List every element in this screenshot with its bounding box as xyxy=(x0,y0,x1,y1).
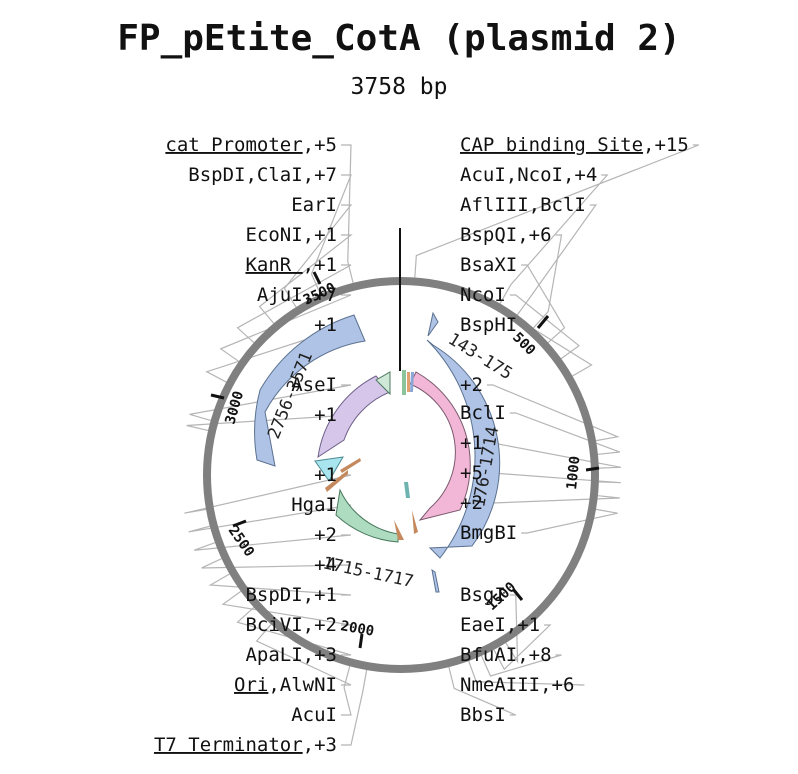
right-site-label: BclI xyxy=(460,402,506,424)
right-site-label: +5 xyxy=(460,462,483,484)
leader-line xyxy=(414,144,700,278)
tick-mark xyxy=(210,393,225,400)
left-site-label: HgaI xyxy=(291,494,337,516)
left-site-label: AcuI xyxy=(291,704,337,726)
right-site-label: +1 xyxy=(460,432,483,454)
tick-label-2500: 2500 xyxy=(225,523,257,560)
left-site-label: ApaLI,+3 xyxy=(245,644,337,666)
leader-line xyxy=(236,264,352,343)
right-site-label: BspQI,+6 xyxy=(460,224,552,246)
leader-line xyxy=(480,654,562,677)
right-site-label: +2 xyxy=(460,374,483,396)
sequence-length: 3758 bp xyxy=(350,74,448,100)
left-site-label: KanR ,+1 xyxy=(245,254,337,276)
left-site-label: +2 xyxy=(314,524,337,546)
left-site-label: BspDI,+1 xyxy=(245,584,337,606)
leader-line xyxy=(283,204,353,308)
feature-cotA-arc xyxy=(426,339,501,559)
feature-small-brown-1 xyxy=(412,510,418,534)
tick-label-1000: 1000 xyxy=(564,455,583,490)
feature-small-orange xyxy=(407,372,410,392)
leader-line xyxy=(499,174,609,304)
feature-small-brown-3 xyxy=(325,470,348,492)
right-site-label: BsaXI xyxy=(460,254,517,276)
right-site-label: NcoI xyxy=(460,284,506,306)
feature-kanr-arc xyxy=(254,314,366,467)
leader-line xyxy=(516,204,598,316)
leader-line xyxy=(341,144,354,284)
left-site-label: +1 xyxy=(314,314,337,336)
leader-line xyxy=(493,624,552,671)
tick-marks xyxy=(210,271,600,649)
right-site-label: +2 xyxy=(460,492,483,514)
leader-line xyxy=(208,573,352,596)
leader-line xyxy=(341,669,368,746)
tick-label-2000: 2000 xyxy=(339,618,375,640)
left-site-label: +1 xyxy=(314,404,337,426)
leader-line xyxy=(486,442,621,469)
right-site-label: BmgBI xyxy=(460,522,517,544)
tick-mark xyxy=(585,466,600,472)
right-site-label: BspHI xyxy=(460,314,517,336)
tick-mark xyxy=(358,633,364,649)
right-site-label: BsgI xyxy=(460,584,506,606)
feature-small-teal xyxy=(404,482,410,498)
left-site-label: EcoNI,+1 xyxy=(245,224,337,246)
leader-line xyxy=(521,264,566,343)
left-site-label: AjuI,+7 xyxy=(257,284,337,306)
leader-line xyxy=(221,590,352,626)
feature-small-mint xyxy=(375,371,391,396)
right-site-label: AflIII,BclI xyxy=(460,194,586,216)
right-site-label: BbsI xyxy=(460,704,506,726)
right-site-label: NmeAIII,+6 xyxy=(460,674,574,696)
leader-line xyxy=(486,384,620,442)
feature-1715-1717 xyxy=(431,568,440,593)
left-site-label: EarI xyxy=(291,194,337,216)
left-site-label: BciVI,+2 xyxy=(245,614,337,636)
right-site-label: CAP binding Site,+15 xyxy=(460,134,689,156)
leader-line xyxy=(486,495,620,504)
left-site-label: Ori,AlwNI xyxy=(234,674,337,696)
left-site-label: T7 Terminator,+3 xyxy=(154,734,337,756)
leader-line xyxy=(448,666,517,716)
leader-line xyxy=(201,558,352,569)
left-site-label: cat Promoter,+5 xyxy=(165,134,337,156)
leader-line xyxy=(533,234,563,329)
left-site-label: +1 xyxy=(314,464,337,486)
leader-line xyxy=(258,234,353,324)
feature-cyan-arrow xyxy=(314,456,344,482)
feature-small-green xyxy=(402,370,406,395)
leader-line xyxy=(486,472,621,484)
feature-small-blue xyxy=(410,372,414,392)
leader-line xyxy=(468,660,585,686)
feature-small-brown-4 xyxy=(340,458,361,473)
tick-mark xyxy=(232,519,247,528)
tick-mark xyxy=(312,271,322,285)
map-title: FP_pEtite_CotA (plasmid 2) xyxy=(117,18,681,59)
left-site-label: +4 xyxy=(314,554,337,576)
right-site-label: EaeI,+1 xyxy=(460,614,540,636)
feature-cds-pink xyxy=(409,371,471,521)
leader-line xyxy=(509,412,621,455)
left-site-label: BspDI,ClaI,+7 xyxy=(188,164,337,186)
left-site-label: AseI xyxy=(291,374,337,396)
feature-mint xyxy=(335,488,399,543)
leader-line xyxy=(521,508,618,534)
feature-143-175 xyxy=(427,311,439,337)
tick-mark xyxy=(511,588,524,601)
right-site-label: AcuI,NcoI,+4 xyxy=(460,164,597,186)
feature-lavender xyxy=(317,375,391,459)
right-site-label: BfuAI,+8 xyxy=(460,644,552,666)
leader-line xyxy=(255,624,352,686)
leader-line xyxy=(341,666,352,716)
feature-small-brown-2 xyxy=(394,520,404,540)
leader-line xyxy=(194,534,352,551)
tick-mark xyxy=(536,315,550,329)
